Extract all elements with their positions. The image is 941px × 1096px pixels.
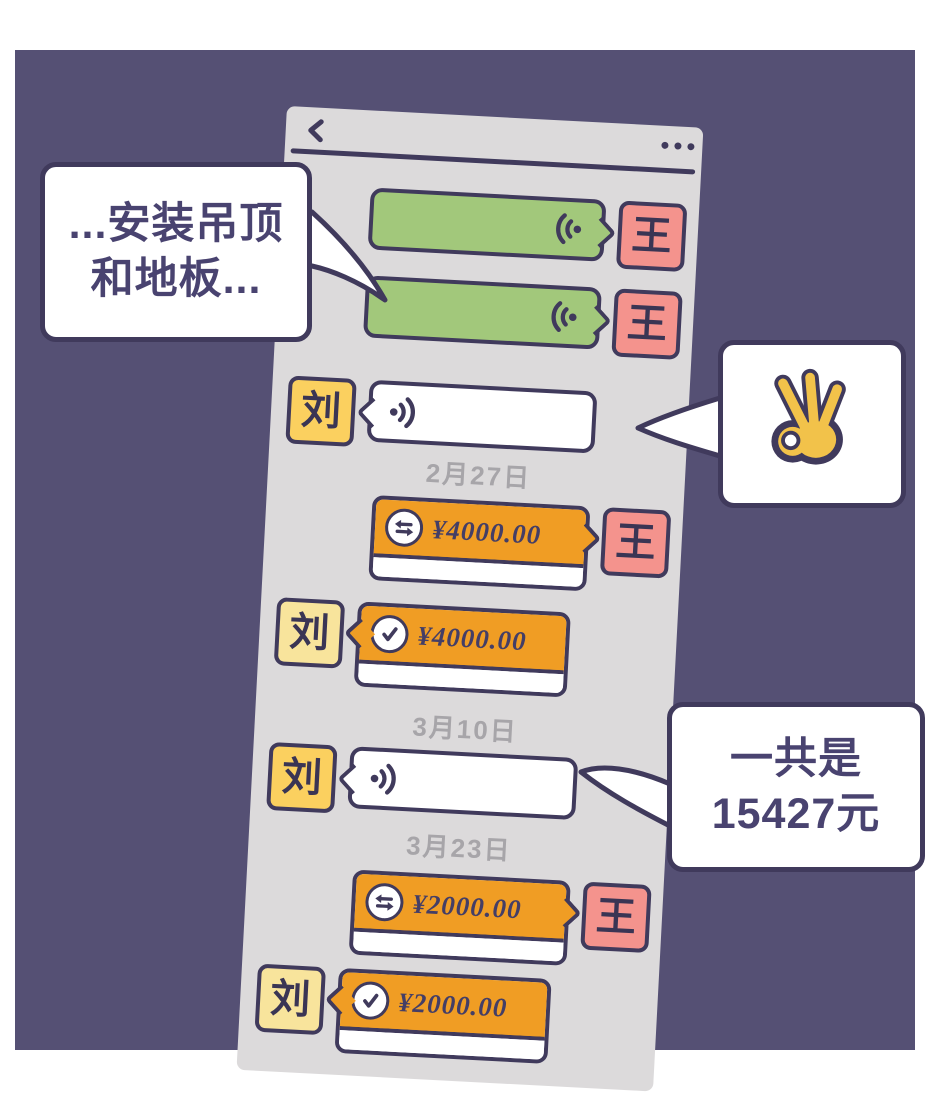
bubble-tail	[356, 397, 388, 429]
annotation-ok-note	[718, 340, 906, 508]
header-divider	[290, 148, 696, 175]
voice-wave-icon	[389, 397, 415, 429]
transfer-card-sent[interactable]: ¥2000.00	[348, 869, 582, 966]
message-row: 王	[291, 272, 683, 360]
avatar-wang[interactable]: 王	[599, 507, 672, 579]
transfer-arrows-icon	[364, 882, 405, 923]
message-row: 刘 ¥4000.00	[273, 597, 666, 702]
transfer-amount: ¥2000.00	[397, 986, 509, 1023]
avatar-liu[interactable]: 刘	[254, 963, 326, 1036]
transfer-card-accepted[interactable]: ¥2000.00	[324, 967, 552, 1064]
back-button[interactable]	[303, 117, 330, 144]
bubble-tail	[585, 217, 617, 249]
transfer-amount: ¥4000.00	[416, 620, 528, 656]
transfer-arrows-icon	[384, 507, 425, 548]
chat-header	[284, 106, 703, 176]
message-row: 刘	[285, 375, 677, 463]
transfer-amount: ¥4000.00	[431, 513, 542, 550]
voice-message-bubble[interactable]	[367, 187, 617, 262]
annotation-total-note: 一共是 15427元	[667, 702, 925, 872]
transfer-card-sent[interactable]: ¥4000.00	[368, 495, 602, 592]
bubble-tail	[324, 984, 356, 1016]
message-row: 刘	[266, 741, 658, 830]
ellipsis-dot	[674, 142, 682, 150]
message-list: 王 王 刘	[238, 183, 700, 1070]
transfer-amount: ¥2000.00	[411, 888, 523, 924]
voice-wave-icon	[370, 763, 396, 795]
bubble-tail	[343, 617, 376, 650]
ellipsis-dot	[687, 143, 695, 151]
avatar-wang[interactable]: 王	[580, 881, 652, 954]
voice-wave-icon	[556, 213, 582, 245]
chat-screen: 王 王 刘	[236, 106, 704, 1092]
bubble-tail	[580, 304, 612, 337]
message-row: ¥4000.00 王	[278, 490, 672, 595]
message-row: 王	[295, 184, 688, 272]
transfer-card-accepted[interactable]: ¥4000.00	[343, 601, 571, 698]
avatar-liu[interactable]: 刘	[266, 741, 338, 814]
message-row: 刘 ¥2000.00	[254, 963, 647, 1069]
check-icon	[350, 980, 391, 1021]
avatar-wang[interactable]: 王	[611, 288, 683, 360]
annotation-text-line: 15427元	[711, 790, 881, 838]
message-row: ¥2000.00 王	[259, 865, 652, 970]
annotation-text-line: 一共是	[730, 734, 862, 783]
bubble-tail	[550, 897, 582, 929]
voice-wave-icon	[551, 301, 577, 332]
voice-message-bubble[interactable]	[362, 275, 612, 350]
avatar-liu[interactable]: 刘	[273, 597, 346, 669]
annotation-text-line: ...安装吊顶	[68, 199, 284, 248]
ok-hand-icon	[771, 368, 846, 465]
annotation-left-note: ...安装吊顶 和地板...	[40, 162, 312, 342]
bubble-tail	[337, 763, 369, 795]
chevron-left-icon	[308, 119, 324, 143]
bubble-tail	[570, 522, 602, 554]
check-icon	[369, 614, 410, 655]
avatar-liu[interactable]: 刘	[285, 375, 357, 447]
voice-message-bubble[interactable]	[337, 746, 579, 821]
more-options-button[interactable]	[661, 141, 695, 151]
annotation-text-line: 和地板...	[90, 255, 262, 303]
background-panel: 王 王 刘	[15, 50, 925, 1092]
ellipsis-dot	[661, 141, 669, 150]
avatar-wang[interactable]: 王	[615, 200, 688, 272]
voice-message-bubble[interactable]	[356, 379, 598, 454]
